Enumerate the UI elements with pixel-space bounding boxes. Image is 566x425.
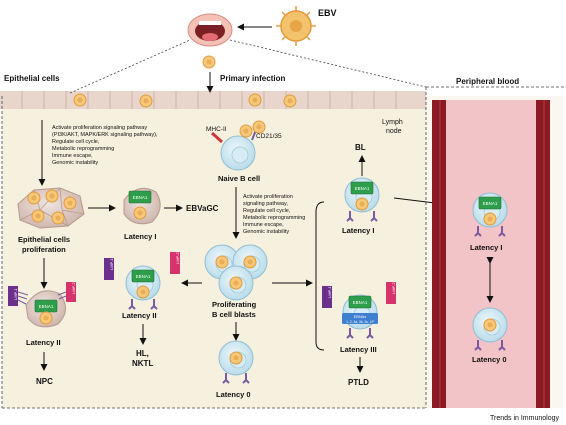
brand-label: Trends in Immunology	[490, 415, 559, 422]
b-pathway-line: Regulate cell cycle,	[243, 208, 291, 214]
latency-i-blood-label: Latency I	[470, 243, 503, 252]
lmp2-marker	[66, 282, 76, 302]
naive-b-cell	[210, 120, 266, 171]
epi-pathway-line: Genomic instability	[52, 160, 98, 166]
lmp2-marker	[386, 282, 396, 304]
lmp1-marker	[8, 286, 18, 306]
blood-vessel	[432, 100, 550, 408]
ebna1-label: EBNA1	[483, 201, 498, 206]
lmp1-label: LMP-1	[13, 287, 18, 300]
latency-iii-b-cell: EBNA1 EBNAs 1, 2, 3a, 3b, 3c, LP LMP-1 L…	[322, 281, 396, 339]
lmp1-marker	[104, 258, 114, 280]
epithelial-proliferation-cluster	[17, 187, 85, 229]
ebnas-subtypes-label: 1, 2, 3a, 3b, 3c, LP	[346, 320, 374, 324]
ebna1-label: EBNA1	[353, 300, 368, 305]
epi-pathway-line: (PI3K/AKT, MAPK/ERK signaling pathway),	[52, 132, 158, 138]
lmp2-label: LMP-2	[175, 251, 180, 264]
ebna1-label: EBNA1	[355, 186, 370, 191]
latency-i-b-cell-blood: EBNA1	[472, 192, 508, 237]
latency-iii-label: Latency III	[340, 345, 377, 354]
epi-pathway-line: Regulate cell cycle,	[52, 139, 100, 145]
latency-i-epithelial-label: Latency I	[124, 232, 157, 241]
lmp2-label: LMP-2	[71, 281, 76, 294]
lymph-label: Lymph	[382, 119, 403, 126]
latency-0-lymph-label: Latency 0	[216, 390, 251, 399]
b-pathway-line: Immune escape,	[243, 222, 284, 228]
mouth-icon	[187, 13, 233, 47]
latency-ii-b-label: Latency II	[122, 311, 157, 320]
ebna1-label: EBNA1	[136, 274, 151, 279]
ebna1-label: EBNA1	[133, 195, 148, 200]
peripheral-blood-label: Peripheral blood	[456, 77, 519, 86]
epithelial-prolif-label-1: Epithelial cells	[18, 235, 70, 244]
latency-ii-epithelial-label: Latency II	[26, 338, 61, 347]
epithelial-layer	[0, 91, 426, 109]
epi-pathway-line: Immune escape,	[52, 153, 93, 159]
mhc-ii-label: MHC-II	[206, 126, 227, 133]
lmp2-marker	[170, 252, 180, 274]
latency-ii-epithelial-cell: EBNA1 LMP-1 LMP-2	[8, 281, 76, 328]
epi-pathway-line: Activate proliferation signaling pathway	[52, 125, 147, 131]
naive-b-cell-label: Naive B cell	[218, 174, 260, 183]
ebna1-label: EBNA1	[39, 304, 54, 309]
lmp1-marker	[322, 286, 332, 308]
cd21-label: CD21/35	[256, 133, 282, 140]
hl-label: HL,	[136, 349, 149, 358]
b-pathway-line: Metabolic reprogramming	[243, 215, 305, 221]
lmp1-label: LMP-1	[327, 285, 332, 298]
latency-i-b-cell-lymph: EBNA1	[344, 177, 380, 222]
npc-label: NPC	[36, 377, 53, 386]
b-pathway-line: Activate proliferation	[243, 194, 293, 200]
primary-infection-label: Primary infection	[220, 74, 285, 83]
latency-i-epithelial-cell: EBNA1	[123, 187, 161, 225]
bl-label: BL	[355, 143, 366, 152]
epithelial-pathways-text: Activate proliferation signaling pathway…	[52, 125, 158, 166]
ebv-label: EBV	[318, 8, 337, 18]
epithelial-cells-label: Epithelial cells	[4, 74, 60, 83]
ebnas-box	[342, 313, 378, 324]
blasts-label-2: B cell blasts	[212, 310, 256, 319]
ebvagc-label: EBVaGC	[186, 204, 219, 213]
nktl-label: NKTL	[132, 359, 153, 368]
latency-i-lymph-label: Latency I	[342, 226, 375, 235]
ptld-label: PTLD	[348, 378, 369, 387]
epi-pathway-line: Metabolic reprogramming	[52, 146, 114, 152]
ebnas-label: EBNAs	[354, 315, 366, 319]
epithelial-prolif-label-2: proliferation	[22, 245, 66, 254]
lmp2-label: LMP-2	[391, 281, 396, 294]
node-label: node	[386, 128, 402, 135]
ebv-virus-icon	[276, 6, 316, 46]
latency-ii-b-cell: EBNA1 LMP-1 LMP-2	[104, 251, 180, 310]
latency-0-blood-label: Latency 0	[472, 355, 507, 364]
b-pathway-line: Genomic instability	[243, 229, 289, 235]
lmp1-label: LMP-1	[109, 257, 114, 270]
blasts-label-1: Proliferating	[212, 300, 257, 309]
bcell-pathways-text: Activate proliferation signaling pathway…	[243, 194, 305, 235]
b-pathway-line: signaling pathway,	[243, 201, 288, 207]
